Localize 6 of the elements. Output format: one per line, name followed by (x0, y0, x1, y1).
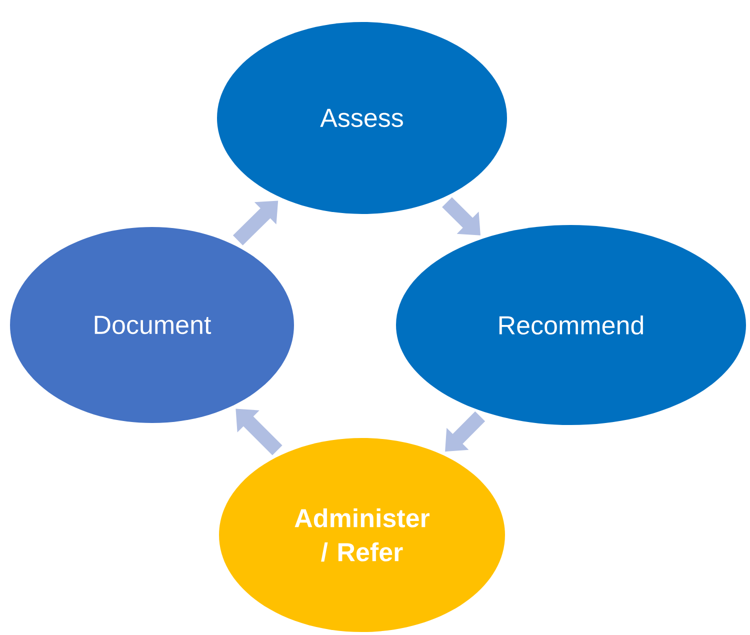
ellipse-node: Recommend (396, 225, 746, 425)
ellipse-node: Assess (217, 22, 507, 214)
block-arrow (442, 197, 480, 236)
ellipse-node: Document (10, 227, 294, 423)
block-arrow (236, 408, 282, 456)
ellipse-node: Administer / Refer (219, 438, 505, 632)
